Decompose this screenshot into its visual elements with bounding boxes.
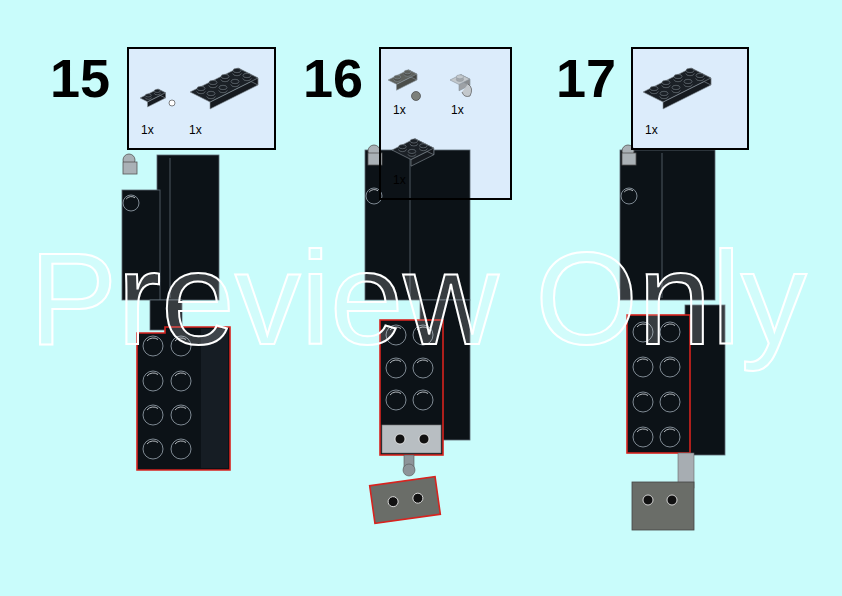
pin-hole <box>667 495 677 505</box>
stud <box>171 439 191 459</box>
parts-box: 1x 1x <box>127 47 276 150</box>
part-face <box>450 75 470 85</box>
stud <box>221 74 229 78</box>
stud <box>386 390 406 410</box>
stud <box>404 70 411 74</box>
parts-icons <box>140 68 711 166</box>
clip <box>462 84 472 97</box>
stud <box>696 73 704 77</box>
stud <box>243 73 251 77</box>
stud-highlight <box>417 392 428 395</box>
stud <box>633 427 653 447</box>
stud <box>408 149 416 153</box>
stud <box>197 86 205 90</box>
part-count: 1x <box>189 124 202 136</box>
stud <box>231 79 239 83</box>
stud-highlight <box>624 190 633 192</box>
pin <box>412 92 421 101</box>
stud <box>662 80 670 84</box>
parts-box: 1x <box>631 47 749 150</box>
highlighted-plate <box>370 477 441 524</box>
part-face <box>140 89 166 102</box>
stud <box>660 427 680 447</box>
stud-highlight <box>175 407 186 410</box>
stud-highlight <box>147 373 158 376</box>
stud <box>171 405 191 425</box>
stud <box>394 75 401 79</box>
pin-hole <box>395 434 405 444</box>
stud-highlight <box>147 441 158 444</box>
part-face <box>643 68 711 102</box>
clip <box>622 153 636 165</box>
stud-highlight <box>664 394 675 397</box>
stud <box>143 371 163 391</box>
stud-highlight <box>637 429 648 432</box>
stud <box>633 392 653 412</box>
stud <box>219 85 227 89</box>
stud <box>686 68 694 72</box>
stud-highlight <box>390 392 401 395</box>
pin <box>403 464 415 476</box>
watermark: Preview Only <box>29 233 807 365</box>
stud <box>420 144 428 148</box>
step-number: 16 <box>303 51 363 105</box>
pin-hole <box>412 493 423 504</box>
stud <box>143 439 163 459</box>
stud-highlight <box>664 429 675 432</box>
stud <box>684 79 692 83</box>
parts-box-ground <box>128 48 275 149</box>
stud <box>413 390 433 410</box>
stud <box>660 392 680 412</box>
clip <box>169 100 175 106</box>
stud <box>143 405 163 425</box>
stud <box>123 195 139 211</box>
part-face <box>392 139 434 160</box>
parts-box: 1x 1x 1x <box>379 47 512 200</box>
stud <box>233 68 241 72</box>
part-count: 1x <box>451 104 464 116</box>
part-face <box>388 70 417 84</box>
part-count: 1x <box>393 174 406 186</box>
clip <box>123 162 137 174</box>
stud <box>154 89 160 92</box>
stud-highlight <box>147 407 158 410</box>
pin-hole <box>419 434 429 444</box>
stud <box>456 75 463 79</box>
stud-highlight <box>369 190 378 192</box>
stud <box>207 91 215 95</box>
plate-face <box>382 425 441 453</box>
stud <box>672 85 680 89</box>
pin-hole <box>387 496 398 507</box>
stud-highlight <box>637 394 648 397</box>
part-count: 1x <box>393 104 406 116</box>
stud-highlight <box>175 373 186 376</box>
parts-box-ground <box>632 48 748 149</box>
step-number: 17 <box>556 51 616 105</box>
stud <box>171 371 191 391</box>
hinge-plate <box>370 477 441 524</box>
hinge-plate <box>632 482 694 530</box>
stud-highlight <box>175 441 186 444</box>
stud-highlight <box>126 197 135 199</box>
stud <box>399 145 407 149</box>
stud <box>209 80 217 84</box>
stud <box>410 139 418 143</box>
part-count: 1x <box>141 124 154 136</box>
stud <box>621 188 637 204</box>
stud <box>674 74 682 78</box>
part-count: 1x <box>645 124 658 136</box>
part-face <box>190 68 258 102</box>
stud <box>145 94 151 97</box>
step-number: 15 <box>50 51 110 105</box>
pin-hole <box>643 495 653 505</box>
stud <box>660 91 668 95</box>
stud <box>650 86 658 90</box>
